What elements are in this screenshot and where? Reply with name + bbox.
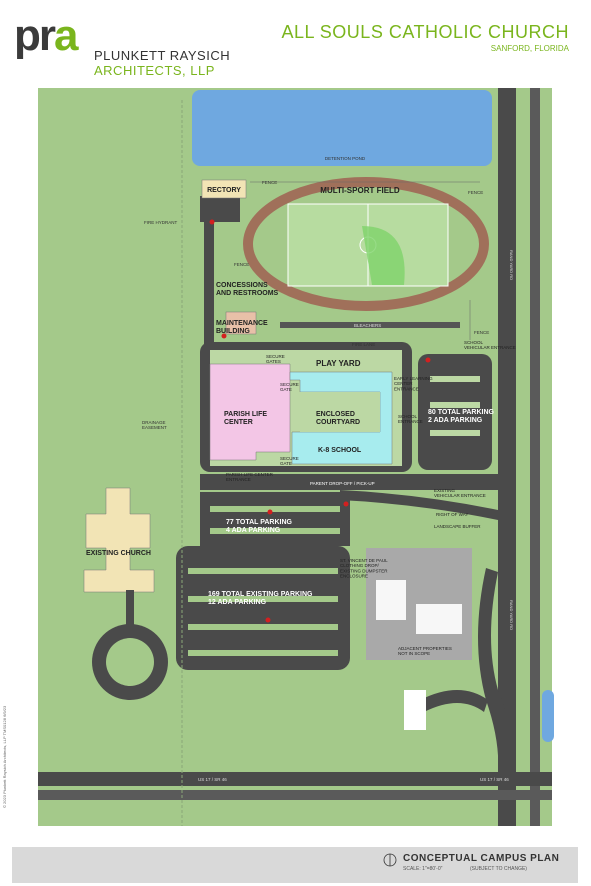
parish-life-center-building bbox=[209, 363, 291, 461]
label-fence-3: FENCE bbox=[234, 262, 249, 267]
plan-title: CONCEPTUAL CAMPUS PLAN bbox=[403, 853, 560, 864]
title-block bbox=[12, 847, 578, 883]
us17-road-2 bbox=[38, 790, 552, 800]
label-existing-church: EXISTING CHURCH bbox=[86, 550, 151, 557]
project-title: ALL SOULS CATHOLIC CHURCH bbox=[281, 22, 569, 42]
label-k8-school: K-8 SCHOOL bbox=[318, 447, 362, 454]
south-drive bbox=[478, 568, 511, 772]
label-road-1: RAND YARD RD bbox=[509, 250, 514, 280]
side-pond bbox=[542, 690, 554, 742]
enclosed-courtyard-area bbox=[300, 392, 380, 432]
hydrant-marker bbox=[267, 509, 273, 515]
rectory-drive bbox=[200, 196, 240, 222]
existing-entrance-drive bbox=[340, 490, 498, 520]
detention-pond bbox=[192, 90, 492, 166]
parking-80-lot bbox=[418, 354, 492, 470]
dropoff-drive bbox=[200, 474, 500, 490]
south-building bbox=[404, 690, 426, 730]
firm-name-line1: PLUNKETT RAYSICH bbox=[94, 48, 231, 63]
label-landscape-buffer: LANDSCAPE BUFFER bbox=[434, 524, 481, 529]
label-fence-1: FENCE bbox=[262, 180, 277, 185]
parking-77-lot bbox=[200, 492, 350, 546]
west-drive bbox=[204, 196, 214, 346]
bleachers bbox=[280, 322, 460, 328]
rand-yard-road-2 bbox=[530, 88, 540, 826]
project-location: SANFORD, FLORIDA bbox=[490, 44, 569, 53]
label-play-yard: PLAY YARD bbox=[316, 359, 361, 368]
rectory-building bbox=[201, 179, 247, 199]
plan-scale: SCALE: 1"=80'-0" bbox=[403, 866, 443, 872]
label-multi-sport-field: MULTI-SPORT FIELD bbox=[320, 186, 400, 195]
hydrant-marker bbox=[265, 617, 271, 623]
field-turf-area bbox=[362, 226, 405, 285]
label-bleachers: BLEACHERS bbox=[354, 323, 381, 328]
copyright-note: © 2023 Plunkett Raysich Architects, LLP … bbox=[2, 705, 7, 808]
hydrant-marker bbox=[425, 357, 431, 363]
firm-logo: pra bbox=[14, 11, 79, 60]
hydrant-marker bbox=[209, 219, 215, 225]
label-fire-lane: FIRE LANE bbox=[352, 342, 375, 347]
label-parent-dropoff: PARENT DROP-OFF / PICK-UP bbox=[310, 481, 375, 486]
label-rectory: RECTORY bbox=[207, 187, 241, 194]
label-right-of-way: RIGHT OF WAY bbox=[436, 512, 468, 517]
hydrant-marker bbox=[221, 333, 227, 339]
rand-yard-road bbox=[498, 88, 516, 826]
label-us17-right: US 17 / SR 46 bbox=[480, 777, 509, 782]
parking-169-lot bbox=[176, 546, 350, 670]
maintenance-building bbox=[225, 311, 257, 335]
label-detention-pond: DETENTION POND bbox=[325, 156, 366, 161]
label-fence-2: FENCE bbox=[468, 190, 483, 195]
label-fire-hydrant: FIRE HYDRANT bbox=[144, 220, 178, 225]
existing-church-building bbox=[83, 487, 155, 593]
north-arrow-icon bbox=[383, 853, 397, 867]
us17-road bbox=[38, 772, 552, 786]
plan-note: (SUBJECT TO CHANGE) bbox=[470, 866, 527, 872]
label-us17-left: US 17 / SR 46 bbox=[198, 777, 227, 782]
label-road-2: RAND YARD RD bbox=[509, 600, 514, 630]
firm-name-line2: ARCHITECTS, LLP bbox=[94, 63, 215, 78]
label-fence-4: FENCE bbox=[474, 330, 489, 335]
hydrant-marker bbox=[343, 501, 349, 507]
